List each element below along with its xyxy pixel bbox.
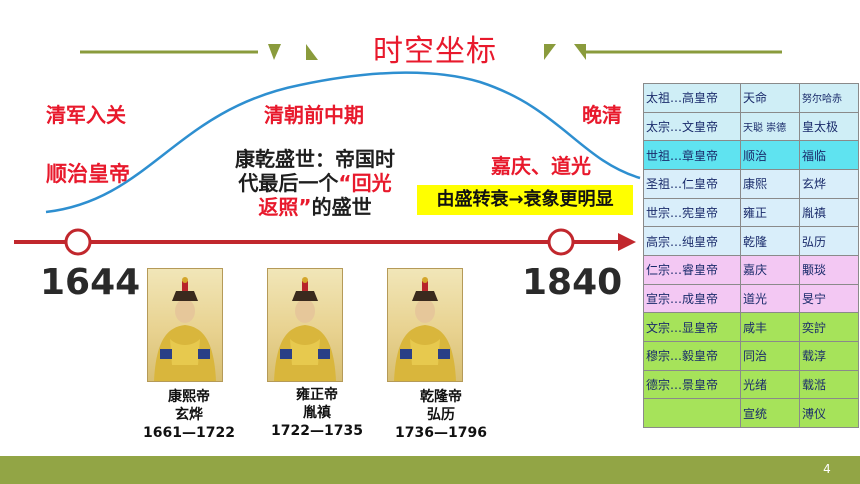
table-row: 宣统溥仪 <box>643 398 859 428</box>
table-row: 太祖…高皇帝天命努尔哈赤 <box>643 83 859 113</box>
personal-name-cell: 载淳 <box>799 340 859 371</box>
table-row: 圣祖…仁皇帝康熙玄烨 <box>643 168 859 199</box>
personal-name-cell: 奕詝 <box>799 312 859 342</box>
qianlong-title: 乾隆帝 <box>420 389 462 405</box>
jiaqing-daoguang-label: 嘉庆、道光 <box>491 154 591 178</box>
personal-name-cell: 旻宁 <box>799 283 859 314</box>
personal-name-cell: 玄烨 <box>799 168 859 199</box>
trend-curve <box>45 71 641 214</box>
table-row: 宣宗…成皇帝道光旻宁 <box>643 283 859 314</box>
year-1840: 1840 <box>522 262 623 303</box>
bottom-band <box>0 456 860 484</box>
emperor-table-body: 太祖…高皇帝天命努尔哈赤太宗…文皇帝天聪 崇德皇太极世祖…章皇帝顺治福临圣祖…仁… <box>643 83 859 428</box>
kangqian-line-2: 代最后一个“回光 <box>222 171 408 195</box>
temple-name-cell: 宣宗…成皇帝 <box>643 283 741 314</box>
temple-name-cell: 太宗…文皇帝 <box>643 111 741 142</box>
emperor-figure-icon <box>274 277 336 381</box>
personal-name-cell: 福临 <box>799 140 859 170</box>
kangxi-years: 1661—1722 <box>143 425 235 441</box>
temple-name-cell: 德宗…景皇帝 <box>643 369 741 400</box>
shunzhi-label: 顺治皇帝 <box>46 162 130 186</box>
yongzheng-caption: 雍正帝 胤禛 1722—1735 <box>262 386 372 440</box>
personal-name-cell: 胤禛 <box>799 197 859 228</box>
table-row: 世祖…章皇帝顺治福临 <box>643 140 859 170</box>
era-name-cell: 康熙 <box>740 168 800 199</box>
page-number: 4 <box>823 462 831 476</box>
qianlong-portrait <box>387 268 463 382</box>
qing-emperor-table: 太祖…高皇帝天命努尔哈赤太宗…文皇帝天聪 崇德皇太极世祖…章皇帝顺治福临圣祖…仁… <box>643 83 859 428</box>
temple-name-cell <box>643 398 741 428</box>
kangqian-line-3: 返照”的盛世 <box>222 195 408 219</box>
kangqian-line-2-text: 代最后一个 <box>238 171 339 195</box>
kangxi-caption: 康熙帝 玄烨 1661—1722 <box>134 388 244 442</box>
personal-name-cell: 弘历 <box>799 226 859 256</box>
yongzheng-portrait <box>267 268 343 382</box>
temple-name-cell: 文宗…显皇帝 <box>643 312 741 342</box>
timeline-marker-1840 <box>547 228 575 256</box>
kangqian-line-3-text: 的盛世 <box>311 195 372 219</box>
kangxi-portrait <box>147 268 223 382</box>
kangqian-line-3-quote: 返照” <box>258 195 312 219</box>
temple-name-cell: 穆宗…毅皇帝 <box>643 340 741 371</box>
kangqian-description: 康乾盛世：帝国时 代最后一个“回光 返照”的盛世 <box>222 147 408 219</box>
era-name-cell: 咸丰 <box>740 312 800 342</box>
era-name-cell: 嘉庆 <box>740 254 800 285</box>
era-name-cell: 天命 <box>740 83 800 113</box>
qianlong-name: 弘历 <box>427 407 455 423</box>
personal-name-cell: 载湉 <box>799 369 859 400</box>
title-rule-left-arrow-2 <box>306 44 318 60</box>
slide-title: 时空坐标 <box>373 34 497 69</box>
temple-name-cell: 高宗…纯皇帝 <box>643 226 741 256</box>
era-name-cell: 雍正 <box>740 197 800 228</box>
yongzheng-name: 胤禛 <box>303 405 331 421</box>
era-name-cell: 顺治 <box>740 140 800 170</box>
era-name-cell: 道光 <box>740 283 800 314</box>
era-name-cell: 乾隆 <box>740 226 800 256</box>
timeline-marker-1644 <box>64 228 92 256</box>
temple-name-cell: 世祖…章皇帝 <box>643 140 741 170</box>
table-row: 文宗…显皇帝咸丰奕詝 <box>643 312 859 342</box>
era-name-cell: 天聪 崇德 <box>740 111 800 142</box>
yongzheng-title: 雍正帝 <box>296 387 338 403</box>
temple-name-cell: 世宗…宪皇帝 <box>643 197 741 228</box>
era-name-cell: 同治 <box>740 340 800 371</box>
emperor-figure-icon <box>394 277 456 381</box>
title-rule-right-arrow-2 <box>574 44 586 60</box>
personal-name-cell: 努尔哈赤 <box>799 83 859 113</box>
yongzheng-years: 1722—1735 <box>271 423 363 439</box>
personal-name-cell: 皇太极 <box>799 111 859 142</box>
kangqian-line-1: 康乾盛世：帝国时 <box>235 147 395 171</box>
era-name-cell: 光绪 <box>740 369 800 400</box>
temple-name-cell: 仁宗…睿皇帝 <box>643 254 741 285</box>
personal-name-cell: 溥仪 <box>799 398 859 428</box>
kangqian-line-2-quote: “回光 <box>338 171 392 195</box>
emperor-figure-icon <box>154 277 216 381</box>
table-row: 穆宗…毅皇帝同治载淳 <box>643 340 859 371</box>
temple-name-cell: 圣祖…仁皇帝 <box>643 168 741 199</box>
table-row: 世宗…宪皇帝雍正胤禛 <box>643 197 859 228</box>
table-row: 太宗…文皇帝天聪 崇德皇太极 <box>643 111 859 142</box>
period-middle-label: 清朝前中期 <box>264 103 364 127</box>
qianlong-years: 1736—1796 <box>395 425 487 441</box>
title-rule-left-arrow-1 <box>268 44 281 60</box>
decline-highlight: 由盛转衰→衰象更明显 <box>417 185 633 215</box>
table-row: 仁宗…睿皇帝嘉庆颙琰 <box>643 254 859 285</box>
title-rule-right-arrow-1 <box>544 44 556 60</box>
qianlong-caption: 乾隆帝 弘历 1736—1796 <box>386 388 496 442</box>
temple-name-cell: 太祖…高皇帝 <box>643 83 741 113</box>
era-name-cell: 宣统 <box>740 398 800 428</box>
personal-name-cell: 颙琰 <box>799 254 859 285</box>
timeline-arrowhead <box>618 233 636 251</box>
period-late-label: 晚清 <box>582 103 622 127</box>
kangxi-title: 康熙帝 <box>168 389 210 405</box>
table-row: 高宗…纯皇帝乾隆弘历 <box>643 226 859 256</box>
year-1644: 1644 <box>40 262 141 303</box>
table-row: 德宗…景皇帝光绪载湉 <box>643 369 859 400</box>
kangxi-name: 玄烨 <box>175 407 203 423</box>
period-start-label: 清军入关 <box>46 103 126 127</box>
